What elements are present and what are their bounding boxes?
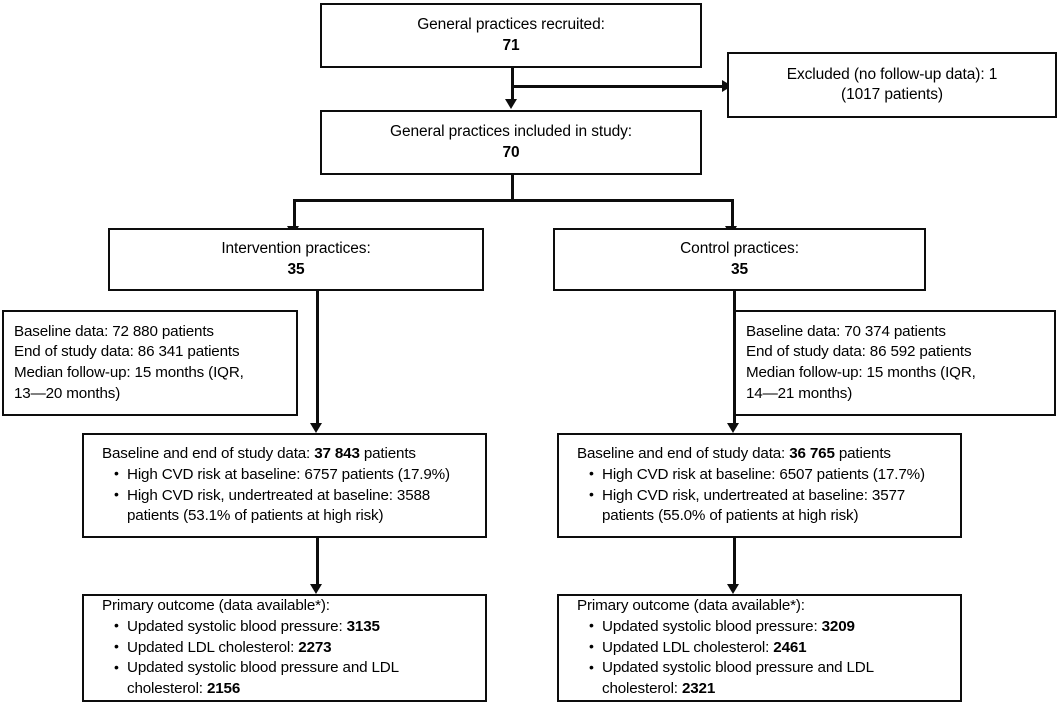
list-item: High CVD risk, undertreated at baseline:… (114, 485, 450, 528)
control-outcome-1-label: Updated systolic blood pressure: (602, 617, 822, 635)
intervention-median-followup-cont: 13—20 months) (14, 384, 121, 402)
control-data-bullets: High CVD risk at baseline: 6507 patients… (559, 464, 925, 528)
intervention-data-header: Baseline and end of study data: 37 843 p… (84, 444, 416, 465)
control-arm-label: Control practices: (680, 240, 799, 258)
connector-recruited-to-excluded (511, 85, 726, 88)
control-outcome-header: Primary outcome (data available*): (577, 596, 805, 614)
intervention-data-header-prefix: Baseline and end of study data: (102, 444, 315, 462)
intervention-outcome-3-label: Updated systolic blood pressure and LDL (127, 659, 399, 677)
control-data-header-suffix: patients (834, 444, 891, 462)
arrowhead-recruited-to-included (505, 99, 517, 109)
list-item: Updated systolic blood pressure and LDL … (589, 658, 874, 700)
control-arm-count: 35 (730, 260, 749, 278)
included-label: General practices included in study: (390, 123, 632, 141)
connector-recruited-to-included (511, 68, 514, 100)
intervention-data-header-value: 37 843 (314, 444, 360, 462)
intervention-outcome-1-value: 3135 (346, 617, 380, 635)
box-intervention-practices: Intervention practices: 35 (108, 228, 484, 291)
box-intervention-data: Baseline and end of study data: 37 843 p… (82, 433, 487, 538)
control-outcome-3-cont-label: cholesterol: (602, 680, 682, 698)
intervention-arm-label: Intervention practices: (221, 240, 371, 258)
intervention-outcome-2-label: Updated LDL cholesterol: (127, 638, 299, 656)
list-item: High CVD risk at baseline: 6757 patients… (114, 464, 450, 486)
arrowhead-control-data-to-outcome (727, 584, 739, 594)
intervention-outcome-3-cont-label: cholesterol: (127, 680, 207, 698)
control-outcome-1-value: 3209 (821, 617, 855, 635)
list-item: High CVD risk at baseline: 6507 patients… (589, 464, 925, 486)
list-item: Updated systolic blood pressure: 3209 (589, 616, 874, 638)
recruited-count: 71 (502, 36, 520, 54)
intervention-bullet-2-cont: patients (53.1% of patients at high risk… (127, 507, 384, 525)
connector-intervention-data-to-outcome (316, 538, 319, 586)
list-item: High CVD risk, undertreated at baseline:… (589, 485, 925, 528)
list-item: Updated systolic blood pressure: 3135 (114, 616, 399, 638)
connector-split-right-drop (731, 199, 734, 227)
connector-intervention-arm-to-data (316, 291, 319, 425)
control-bullet-2-text: High CVD risk, undertreated at baseline:… (602, 486, 906, 504)
connector-split-horizontal (293, 199, 733, 202)
intervention-median-followup: Median follow-up: 15 months (IQR, (14, 364, 244, 381)
connector-control-data-to-outcome (733, 538, 736, 586)
intervention-outcome-1-label: Updated systolic blood pressure: (127, 617, 347, 635)
arrowhead-intervention-data-to-outcome (310, 584, 322, 594)
box-control-primary-outcome: Primary outcome (data available*): Updat… (557, 594, 962, 702)
box-general-practices-recruited: General practices recruited: 71 (320, 3, 702, 68)
box-general-practices-included: General practices included in study: 70 (320, 110, 702, 175)
excluded-label: Excluded (no follow-up data): 1 (786, 65, 998, 83)
control-outcome-3-label: Updated systolic blood pressure and LDL (602, 659, 874, 677)
control-outcome-2-value: 2461 (773, 638, 807, 656)
box-intervention-primary-outcome: Primary outcome (data available*): Updat… (82, 594, 487, 702)
arrowhead-control-arm-to-data (727, 423, 739, 433)
connector-included-trunk (511, 175, 514, 201)
control-outcome-3-cont: cholesterol: 2321 (602, 679, 874, 700)
intervention-baseline-data: Baseline data: 72 880 patients (14, 322, 214, 340)
intervention-outcome-bullets: Updated systolic blood pressure: 3135 Up… (84, 616, 399, 701)
control-median-followup-cont: 14—21 months) (746, 384, 853, 402)
control-outcome-bullets: Updated systolic blood pressure: 3209 Up… (559, 616, 874, 701)
control-baseline-data: Baseline data: 70 374 patients (746, 322, 946, 340)
intervention-data-bullets: High CVD risk at baseline: 6757 patients… (84, 464, 450, 528)
intervention-outcome-3-cont: cholesterol: 2156 (127, 679, 399, 700)
intervention-outcome-2-value: 2273 (298, 638, 332, 656)
box-intervention-notes: Baseline data: 72 880 patients End of st… (2, 310, 298, 416)
intervention-end-of-study-data: End of study data: 86 341 patients (14, 343, 240, 361)
box-control-practices: Control practices: 35 (553, 228, 926, 291)
excluded-patients: (1017 patients) (841, 86, 943, 103)
list-item: Updated systolic blood pressure and LDL … (114, 658, 399, 700)
intervention-bullet-1-text: High CVD risk at baseline: 6757 patients… (127, 465, 450, 483)
intervention-arm-count: 35 (287, 260, 305, 278)
control-bullet-2-cont: patients (55.0% of patients at high risk… (602, 507, 859, 525)
intervention-bullet-2-text: High CVD risk, undertreated at baseline:… (127, 486, 431, 504)
recruited-label: General practices recruited: (417, 16, 605, 34)
box-control-notes: Baseline data: 70 374 patients End of st… (734, 310, 1056, 416)
control-bullet-1-text: High CVD risk at baseline: 6507 patients… (602, 465, 925, 483)
list-item: Updated LDL cholesterol: 2461 (589, 637, 874, 659)
included-count: 70 (502, 143, 520, 161)
list-item: Updated LDL cholesterol: 2273 (114, 637, 399, 659)
connector-split-left-drop (293, 199, 296, 227)
box-control-data: Baseline and end of study data: 36 765 p… (557, 433, 962, 538)
control-data-header-prefix: Baseline and end of study data: (577, 444, 790, 462)
control-end-of-study-data: End of study data: 86 592 patients (746, 343, 972, 361)
control-outcome-2-label: Updated LDL cholesterol: (602, 638, 774, 656)
intervention-data-header-suffix: patients (359, 444, 416, 462)
intervention-outcome-3-value: 2156 (206, 680, 241, 698)
control-data-header-value: 36 765 (789, 444, 835, 462)
box-excluded: Excluded (no follow-up data): 1 (1017 pa… (727, 52, 1057, 118)
arrowhead-intervention-arm-to-data (310, 423, 322, 433)
control-median-followup: Median follow-up: 15 months (IQR, (746, 364, 976, 381)
control-data-header: Baseline and end of study data: 36 765 p… (559, 444, 891, 465)
intervention-outcome-header: Primary outcome (data available*): (102, 596, 330, 614)
control-outcome-3-value: 2321 (681, 680, 716, 698)
